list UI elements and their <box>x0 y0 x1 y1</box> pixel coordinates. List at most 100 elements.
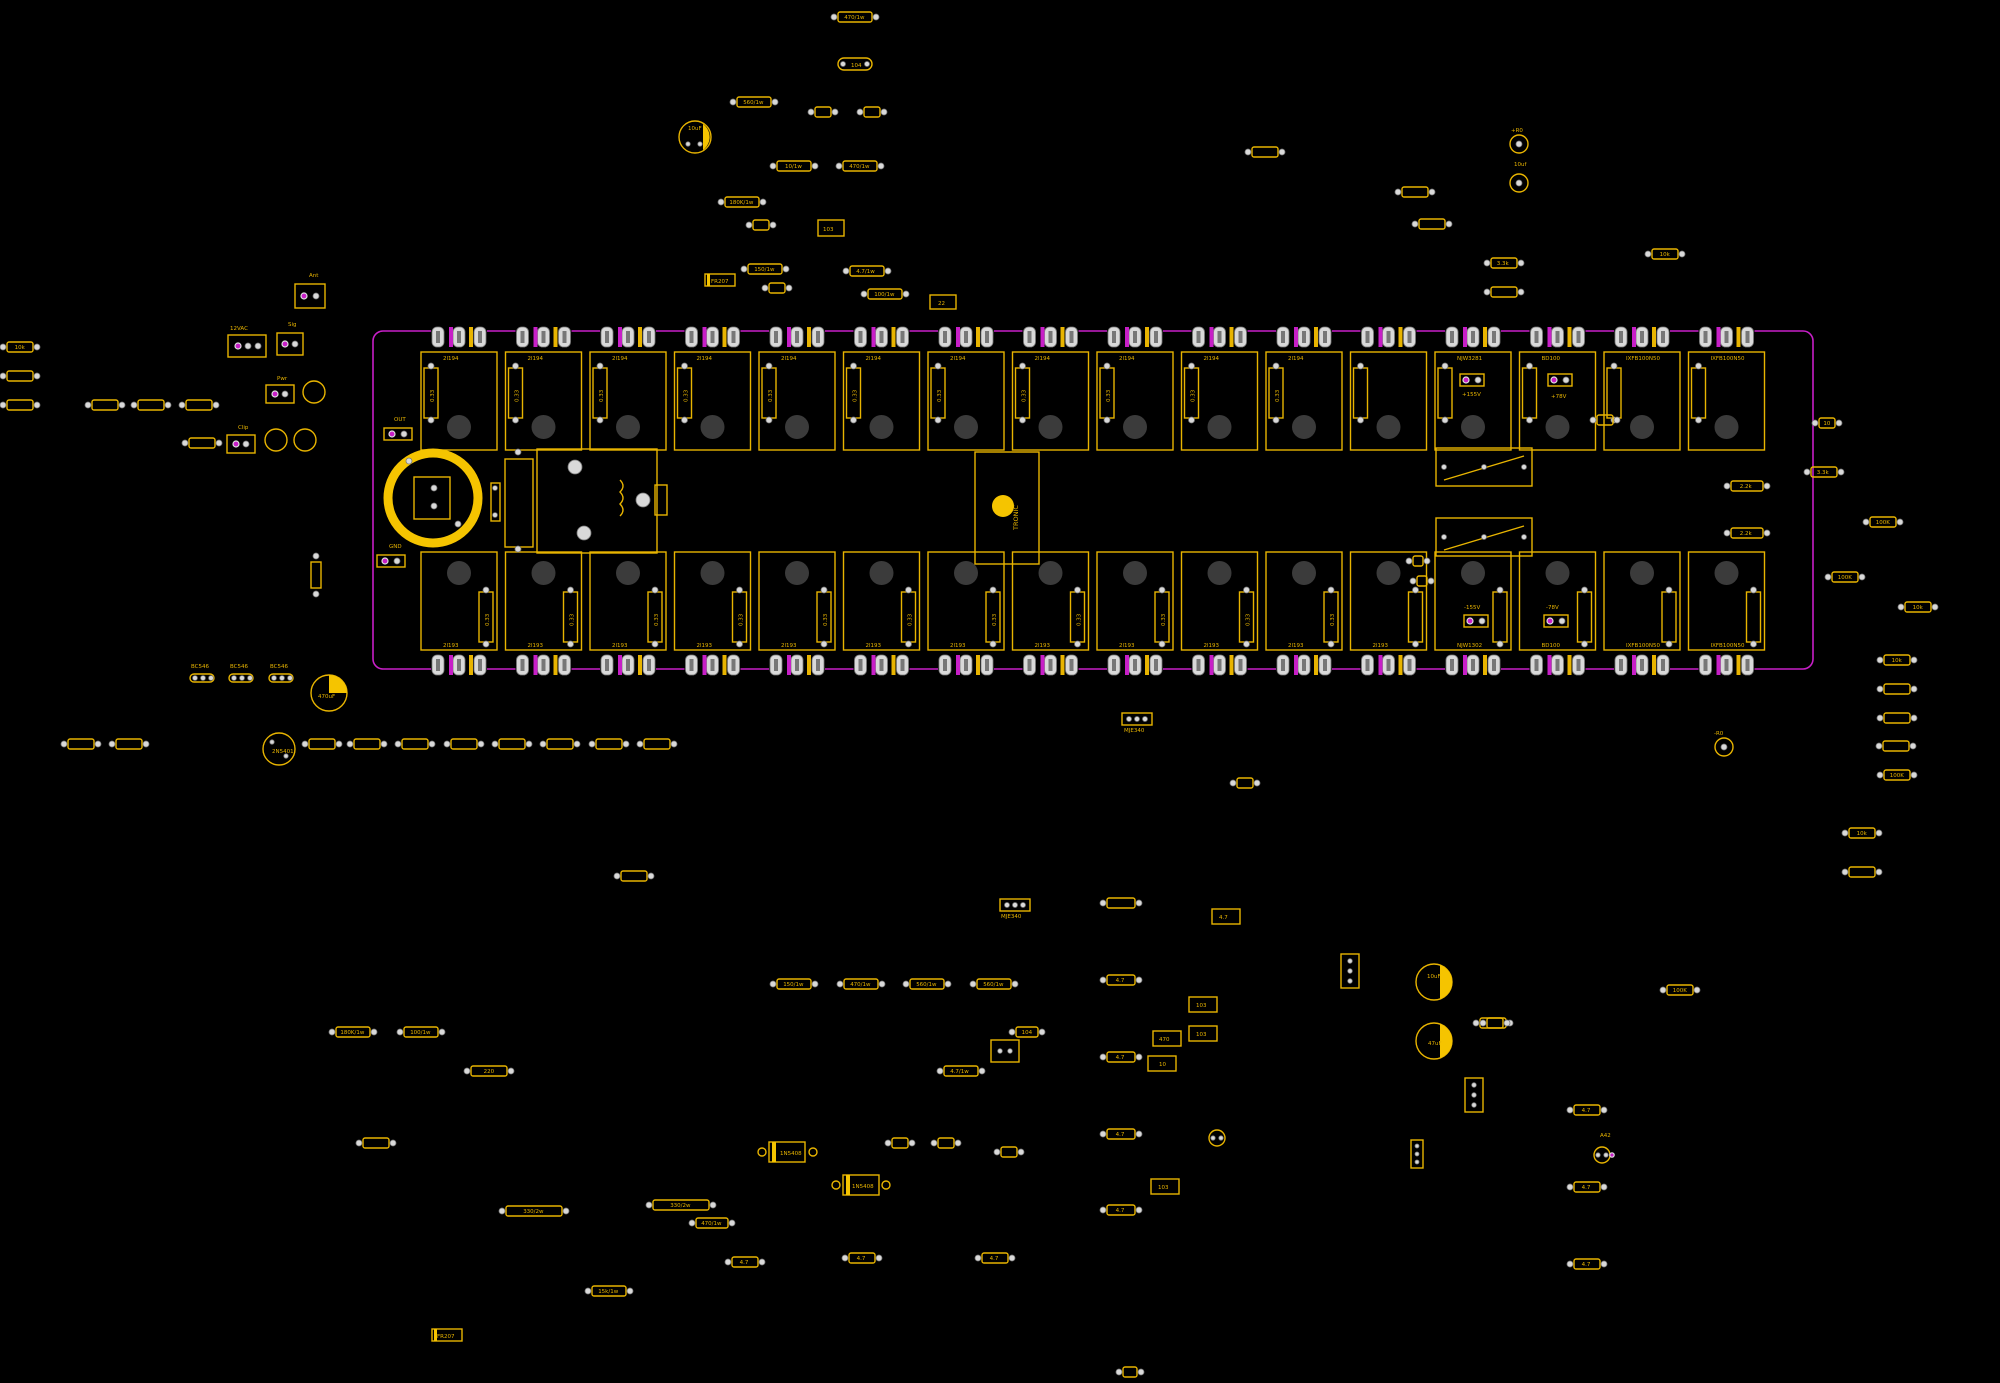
rail-minus-78: -78V <box>1543 605 1569 628</box>
center-driver-block: TRONIC <box>974 451 1040 565</box>
cap-10uf-bottom: 10uF <box>1415 963 1453 1001</box>
transistor-label: IXFB100N50 <box>1711 356 1745 362</box>
resistor-10 <box>856 106 888 118</box>
clip-connector[interactable]: Clip <box>226 425 317 454</box>
svg-text:103: 103 <box>1196 1032 1207 1038</box>
resistor-49 <box>394 738 436 750</box>
resistor-label: 3.3k <box>1817 470 1830 476</box>
resistor-81 <box>993 1146 1025 1158</box>
resistor-12 <box>761 282 793 294</box>
resistor-17 <box>1483 286 1525 298</box>
diode-fr207-b: FR207 <box>431 1328 463 1342</box>
cap-104-top: 104 <box>837 57 873 71</box>
transistor-label: 2l193 <box>866 643 882 649</box>
gnd-connector[interactable]: GND <box>376 544 406 568</box>
resistor-80 <box>930 1137 962 1149</box>
resistor-label: 330/2w <box>670 1203 691 1209</box>
resistor-79 <box>884 1137 916 1149</box>
diode-1n5408-a: 1N5408 <box>757 1141 818 1163</box>
ant-connector[interactable]: Ant <box>294 273 326 309</box>
resistor-label: 3.3k <box>1497 261 1510 267</box>
resistor-31: 10k <box>1841 827 1883 839</box>
transistor-label: 2l194 <box>1119 356 1135 362</box>
transistor-label: 2l194 <box>443 356 459 362</box>
vertical-resistor-left <box>310 552 322 598</box>
resistor-label: 2.2k <box>1740 531 1753 537</box>
transistor-label: BD100 <box>1542 356 1561 362</box>
diode-1n5408-b: 1N5408 <box>831 1174 891 1196</box>
resistor-18: 10k <box>1644 248 1686 260</box>
svg-text:103: 103 <box>1158 1185 1169 1191</box>
resistor-label: 10 <box>1823 421 1830 427</box>
transistor-label: IXFB100N50 <box>1626 643 1660 649</box>
pwr-connector[interactable]: Pwr <box>265 376 326 404</box>
svg-text:Ant: Ant <box>309 273 319 279</box>
transistor-label: 2l193 <box>1035 643 1051 649</box>
resistor-77: 4.7 <box>841 1252 883 1264</box>
dip-3-c <box>1410 1139 1424 1169</box>
cap-10uf-top: 10uF <box>678 120 712 154</box>
resistor-83 <box>1479 1017 1511 1029</box>
resistor-73: 330/2w <box>645 1199 717 1211</box>
sig-connector[interactable]: Sig <box>276 322 304 356</box>
svg-text:FR207: FR207 <box>711 279 729 285</box>
emitter-resistor-label: 0.33 <box>570 613 576 626</box>
resistor-38: 10k <box>0 341 41 353</box>
resistor-label: 15k/1w <box>598 1289 619 1295</box>
resistor-64: 4.7 <box>1099 1204 1143 1216</box>
transistor-label: 2l194 <box>1204 356 1220 362</box>
resistor-label: 220 <box>484 1069 495 1075</box>
resistor-label: 100/1w <box>874 292 895 298</box>
svg-text:+78V: +78V <box>1551 394 1567 400</box>
svg-text:+R0: +R0 <box>1511 128 1523 134</box>
resistor-label: 470/1w <box>850 982 871 988</box>
output-inductor <box>536 448 668 554</box>
resistor-75: 15k/1w <box>584 1285 634 1297</box>
emitter-resistor-label: 0.33 <box>599 389 605 402</box>
svg-text:-78V: -78V <box>1546 605 1559 611</box>
emitter-resistor-label: 0.33 <box>853 389 859 402</box>
emitter-resistor-label: 0.33 <box>908 613 914 626</box>
emitter-resistor-label: 0.33 <box>684 389 690 402</box>
dip-3-b <box>1464 1077 1484 1113</box>
svg-text:10uF: 10uF <box>1427 974 1441 980</box>
resistor-37: 4.7 <box>1566 1258 1608 1270</box>
resistor-label: 100K <box>1838 575 1852 581</box>
resistor-36: 4.7 <box>1566 1181 1608 1193</box>
resistor-label: 560/1w <box>743 100 764 106</box>
out-connector[interactable]: OUT <box>383 417 413 441</box>
emitter-resistor-label: 0.33 <box>485 613 491 626</box>
rail-plus-155: +155V <box>1459 373 1485 398</box>
emitter-resistor-label: 0.33 <box>1161 613 1167 626</box>
top-transistor-16: IXFB100N50 <box>1687 326 1766 451</box>
resistor-label: 470/1w <box>701 1221 722 1227</box>
svg-text:2N5401: 2N5401 <box>272 749 294 755</box>
transistor-label: 2l193 <box>1288 643 1304 649</box>
resistor-19: 10 <box>1811 417 1843 429</box>
resistor-55 <box>613 870 655 882</box>
cap-47-box: 4.7 <box>1211 908 1241 925</box>
resistor-62: 4.7 <box>1099 1051 1143 1063</box>
svg-text:12VAC: 12VAC <box>230 326 248 332</box>
resistor-label: 4.7 <box>740 1260 749 1266</box>
cap-470-b: 470 <box>1152 1030 1182 1047</box>
a42-transistor: A42 <box>1593 1133 1615 1164</box>
resistor-74: 470/1w <box>688 1217 736 1229</box>
emitter-resistor-label: 0.33 <box>1330 613 1336 626</box>
resistor-label: 180K/1w <box>340 1030 364 1036</box>
resistor-51 <box>491 738 533 750</box>
transistor-label: BD100 <box>1542 643 1561 649</box>
resistor-label: 150/1w <box>754 267 775 273</box>
transistor-label: 2l193 <box>950 643 966 649</box>
ac-connector[interactable]: 12VAC <box>227 326 267 358</box>
